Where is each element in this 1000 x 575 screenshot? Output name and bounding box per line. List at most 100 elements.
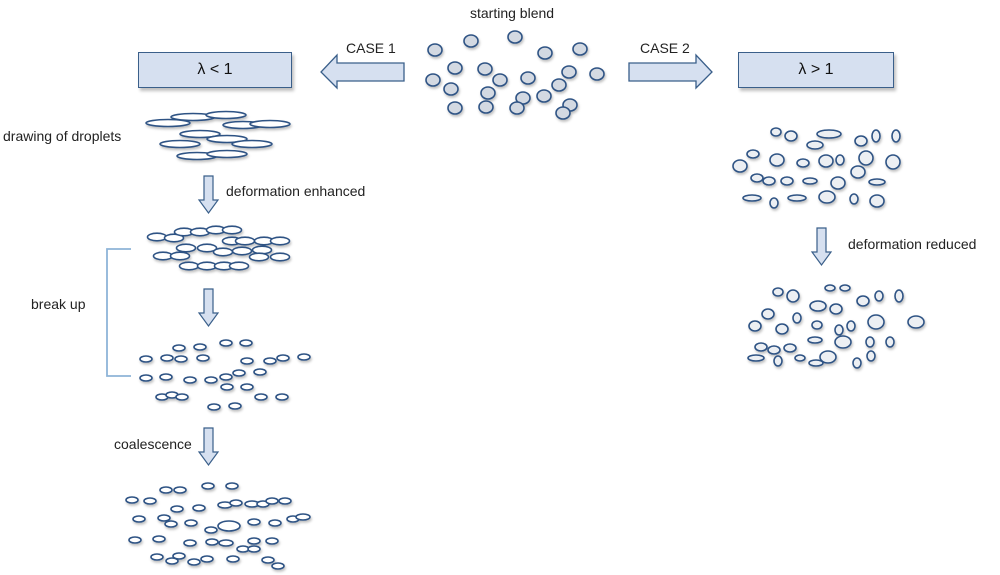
droplet [807, 336, 823, 344]
droplet [172, 344, 186, 352]
droplet [537, 46, 553, 60]
breakup-bracket [106, 248, 131, 377]
droplet [240, 383, 254, 391]
droplet [589, 67, 605, 81]
droplet [249, 119, 291, 129]
droplet [732, 159, 748, 173]
droplet [219, 373, 233, 381]
droplet [219, 339, 233, 347]
droplet [794, 354, 806, 362]
droplet [885, 154, 901, 170]
droplet [784, 130, 798, 142]
deformation-enhanced-label: deformation enhanced [226, 183, 366, 199]
droplet [139, 374, 153, 382]
droplet [221, 225, 243, 235]
droplet [187, 558, 201, 566]
starting-blend-droplets [425, 30, 605, 120]
droplet [160, 354, 174, 362]
case1-condition-box: λ < 1 [138, 52, 292, 88]
droplet [447, 61, 463, 75]
droplet [201, 482, 215, 490]
case2-initial-droplets [732, 127, 901, 209]
droplet [248, 252, 270, 262]
droplet [218, 539, 234, 547]
droplet [520, 71, 536, 85]
droplet [846, 320, 856, 332]
break-up-label: break up [31, 296, 86, 312]
droplet [196, 243, 218, 253]
droplet [170, 505, 184, 513]
droplet [867, 314, 885, 330]
droplet [132, 515, 146, 523]
droplet [212, 247, 234, 257]
droplet [247, 545, 261, 553]
droplet [268, 519, 282, 527]
droplet [261, 556, 275, 564]
droplet [165, 557, 179, 565]
droplet [205, 110, 247, 120]
droplet [157, 514, 171, 522]
droplet [869, 194, 885, 208]
droplet [816, 129, 842, 139]
down-arrow-deformation-reduced [810, 227, 833, 267]
droplet [830, 176, 846, 190]
droplet [856, 295, 870, 307]
droplet [747, 354, 765, 362]
droplet [152, 535, 166, 543]
droplets-layer [125, 30, 925, 570]
droplet [767, 345, 781, 355]
droplet [425, 73, 441, 87]
droplet [205, 538, 219, 546]
droplet [478, 100, 494, 114]
droplet [278, 497, 292, 505]
droplet [178, 261, 200, 271]
droplet [232, 369, 246, 377]
droplet [492, 73, 508, 87]
droplet [477, 62, 493, 76]
droplet [507, 30, 523, 44]
droplet [818, 190, 836, 204]
droplet [572, 42, 588, 56]
droplet [824, 284, 836, 292]
droplet [773, 355, 783, 367]
droplet [164, 520, 178, 528]
droplet [829, 303, 843, 315]
droplet [239, 339, 253, 347]
droplet [159, 139, 201, 149]
droplet [792, 312, 802, 324]
droplet [128, 536, 142, 544]
droplet [839, 284, 851, 292]
droplet [228, 402, 242, 410]
droplet [874, 290, 884, 302]
droplet [254, 393, 268, 401]
droplet [769, 153, 785, 167]
droplet [551, 78, 567, 92]
droplet [443, 82, 459, 96]
droplet [907, 315, 925, 329]
droplet [193, 343, 207, 351]
droplet [868, 178, 886, 186]
droplet [183, 376, 197, 384]
droplet [196, 261, 218, 271]
droplet [204, 526, 218, 534]
droplet [561, 65, 577, 79]
droplet [775, 323, 789, 335]
droplet [173, 486, 187, 494]
droplet [787, 194, 807, 202]
droplet [852, 357, 862, 369]
droplet [184, 519, 198, 527]
droplet [196, 354, 210, 362]
droplet [762, 176, 776, 186]
droplet [226, 555, 240, 563]
droplet [769, 197, 779, 209]
droplet [146, 232, 168, 242]
droplet [275, 393, 289, 401]
droplet [748, 320, 762, 332]
droplet [834, 335, 852, 349]
droplet [865, 336, 875, 348]
droplet [125, 496, 139, 504]
droplet [143, 497, 157, 505]
droplet [858, 150, 874, 166]
droplet [854, 135, 868, 147]
droplet [228, 261, 250, 271]
